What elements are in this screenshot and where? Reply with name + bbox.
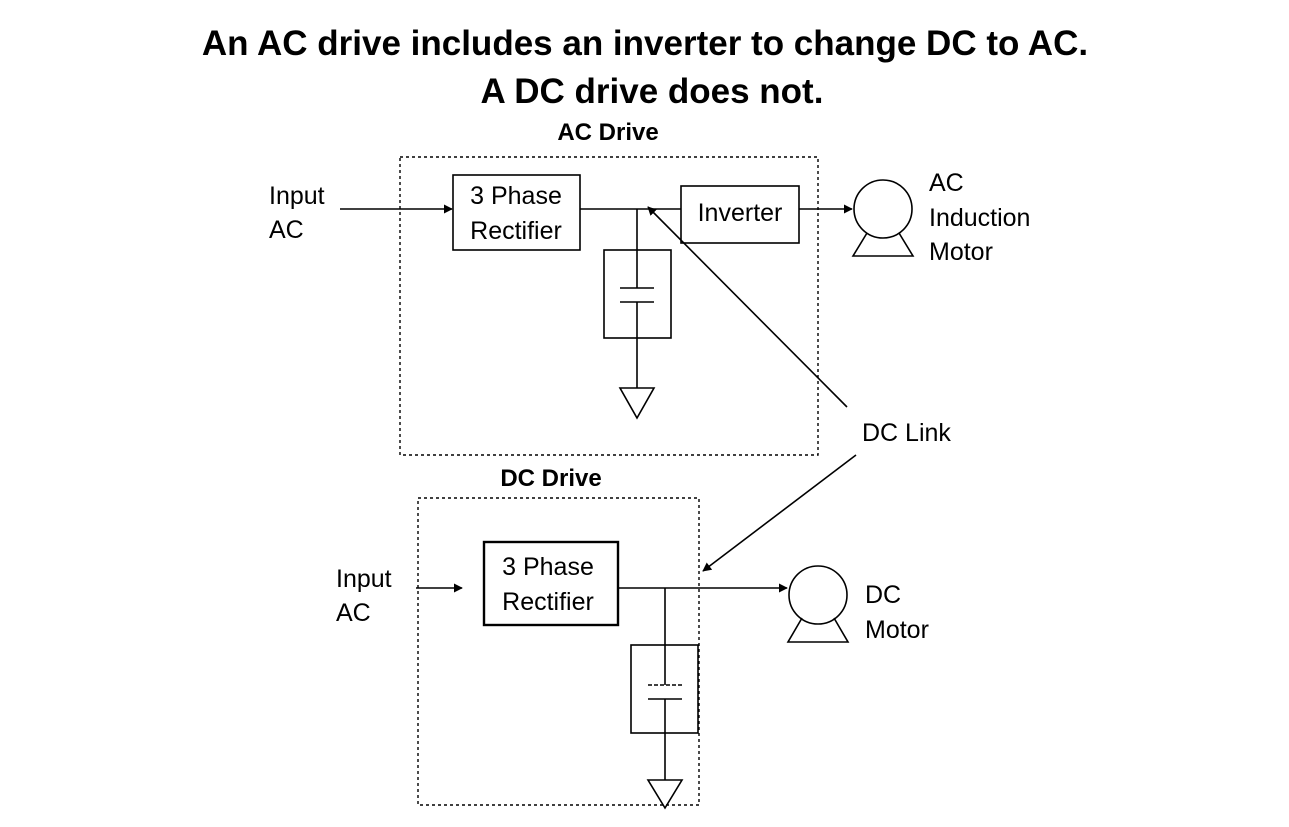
dc-link-pointer-ac — [647, 206, 848, 408]
ac-motor-label-line-1: AC — [929, 169, 964, 197]
dc-input-label-line-2: AC — [336, 599, 371, 627]
ac-rectifier-label-line-2: Rectifier — [470, 217, 562, 245]
title-line-1: An AC drive includes an inverter to chan… — [202, 24, 1088, 63]
ac-input-label-line-1: Input — [269, 182, 325, 210]
motor-icon — [851, 179, 915, 257]
ac-drive-boundary — [399, 156, 819, 456]
motor-icon — [786, 565, 850, 643]
dc-drive-boundary — [417, 497, 700, 806]
ac-motor-label-line-2: Induction — [929, 204, 1030, 232]
dc-link-pointer-dc — [702, 454, 857, 572]
dc-motor-label-line-1: DC — [865, 581, 901, 609]
inverter-block — [680, 185, 800, 244]
dc-motor-label-line-2: Motor — [865, 616, 929, 644]
capacitor-icon — [603, 209, 672, 388]
dc-input-label-line-1: Input — [336, 565, 392, 593]
dc-drive-section: DC Drive Input AC 3 Phase Rectifier DC — [336, 465, 929, 810]
dc-drive-heading: DC Drive — [500, 465, 601, 492]
title-line-2: A DC drive does not. — [481, 72, 824, 111]
ac-drive-heading: AC Drive — [557, 119, 658, 146]
dc-rectifier-label-line-1: 3 Phase — [502, 553, 594, 581]
ground-icon — [646, 779, 684, 810]
ac-rectifier-label-line-1: 3 Phase — [470, 182, 562, 210]
ac-input-label-line-2: AC — [269, 216, 304, 244]
ground-icon — [618, 387, 656, 420]
dc-link-label: DC Link — [862, 419, 951, 447]
capacitor-icon — [630, 588, 699, 780]
inverter-label: Inverter — [698, 199, 783, 227]
ac-motor-label-line-3: Motor — [929, 238, 993, 266]
dc-rectifier-block — [482, 540, 620, 627]
ac-rectifier-block — [452, 174, 581, 251]
ac-drive-section: AC Drive Input AC 3 Phase Rectifier Inve… — [269, 119, 1030, 456]
dc-rectifier-label-line-2: Rectifier — [502, 588, 594, 616]
dc-link-callout: DC Link — [647, 206, 951, 572]
